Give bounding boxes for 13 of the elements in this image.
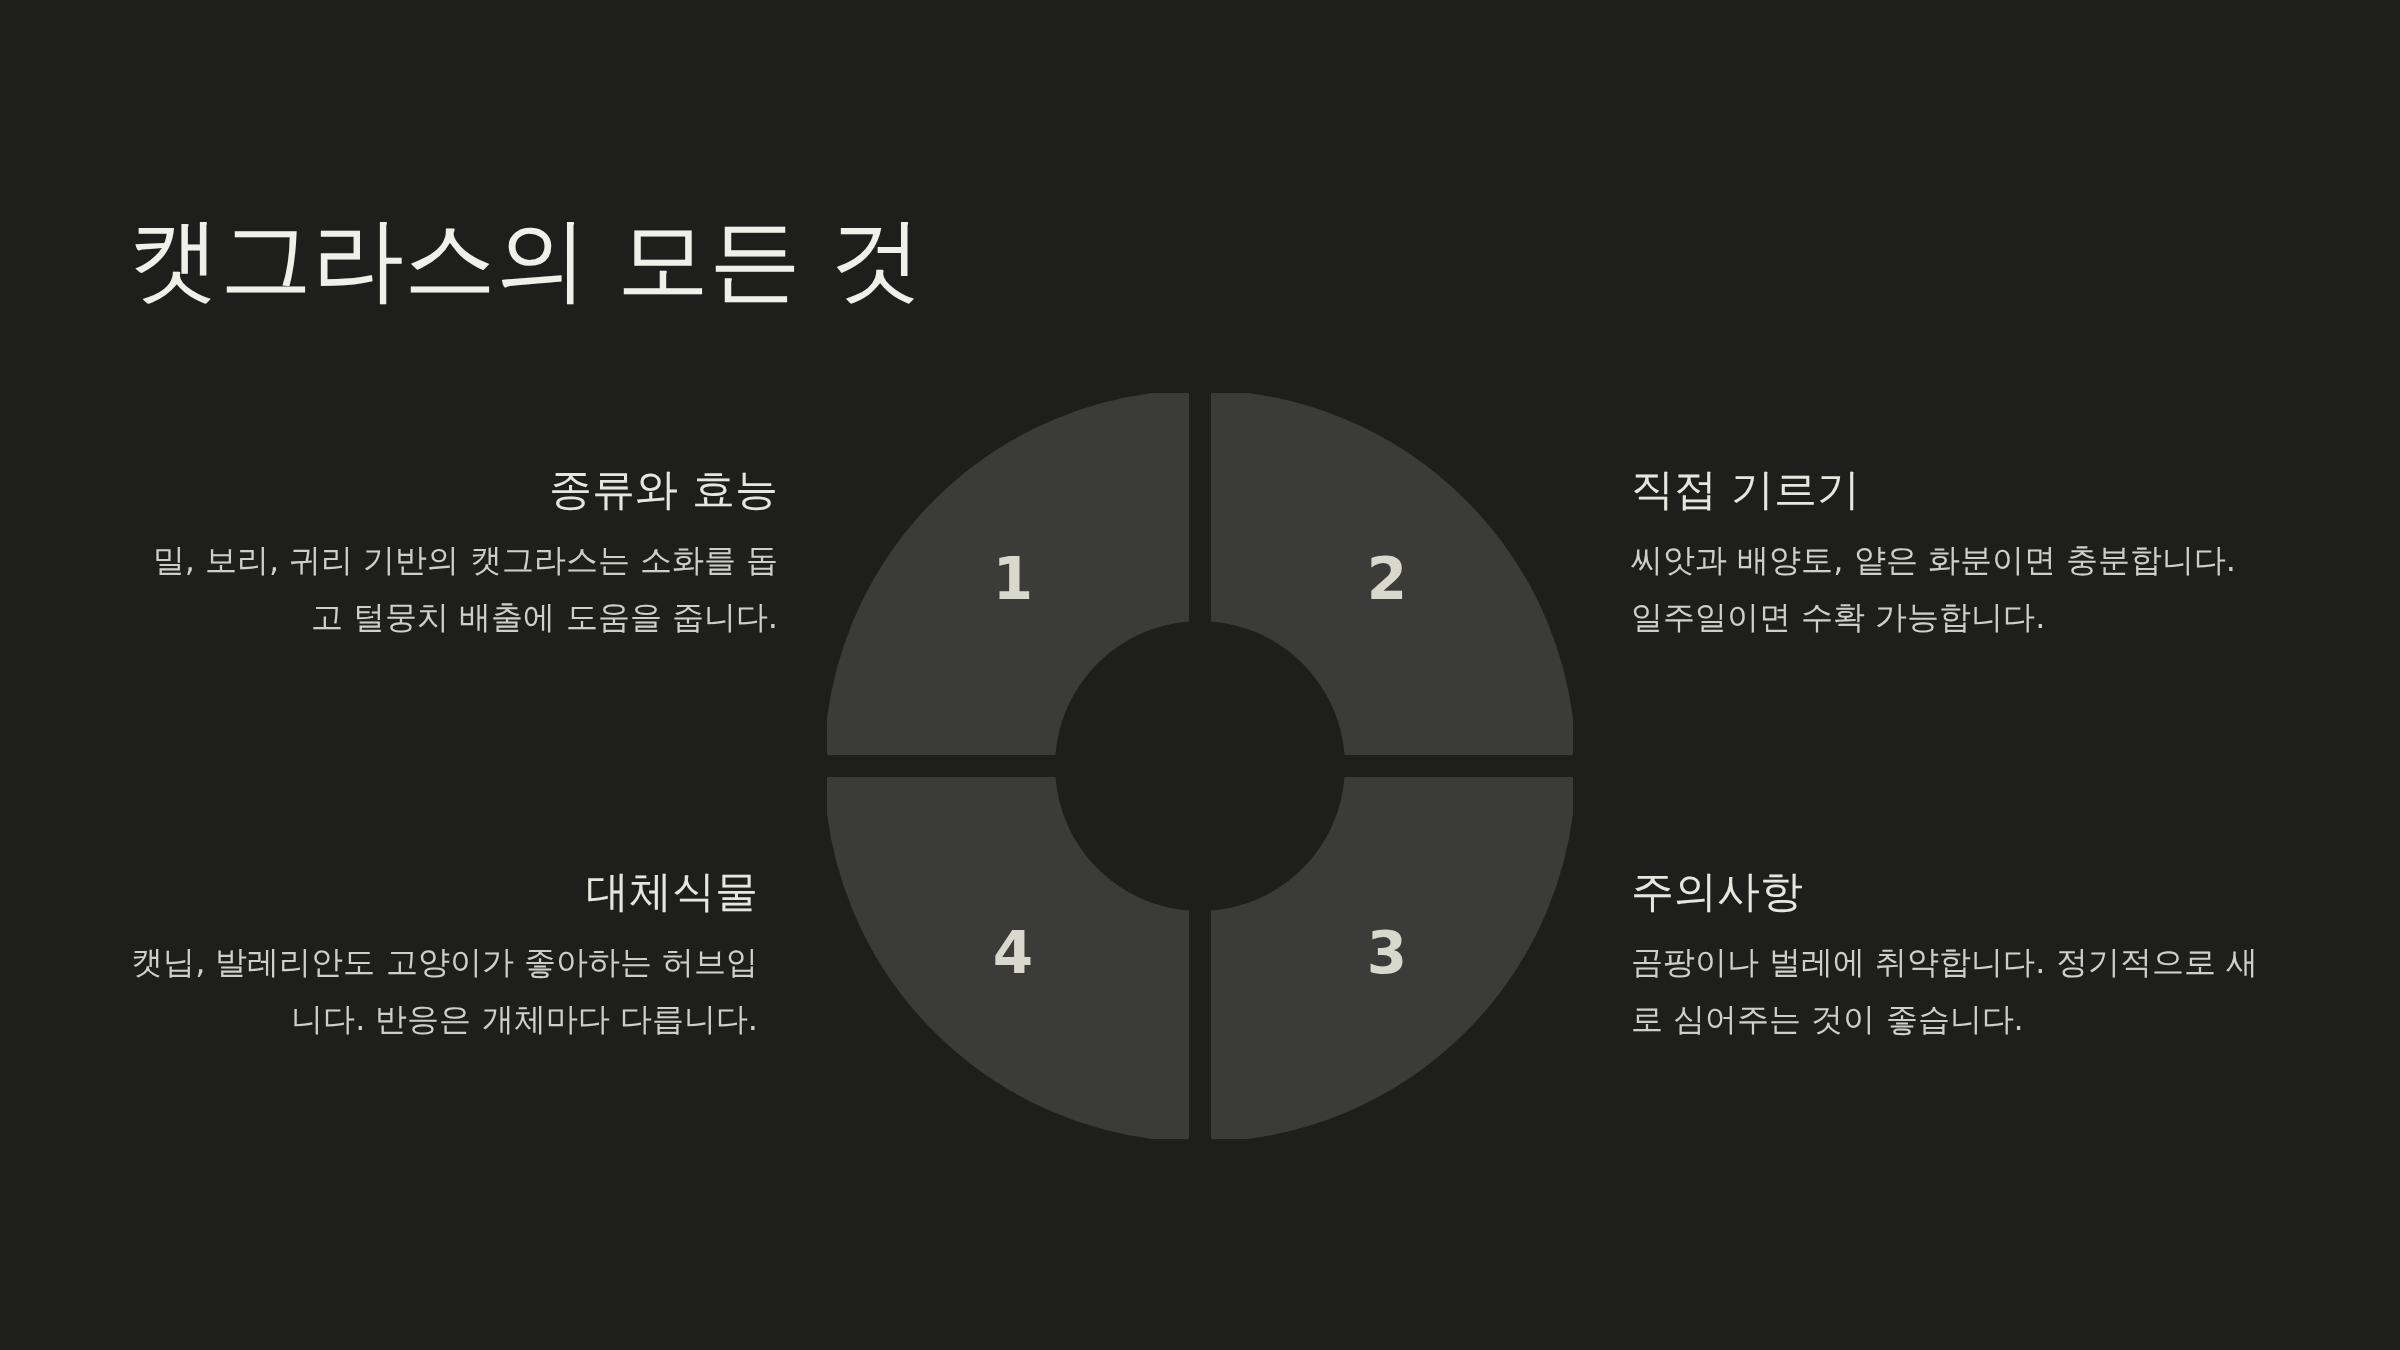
section-heading: 직접 기르기	[1631, 463, 1861, 516]
section-heading: 주의사항	[1631, 865, 1804, 918]
section-text: 캣닙, 발레리안도 고양이가 좋아하는 허브입니다. 반응은 개체마다 다릅니다.	[130, 941, 758, 1040]
section-heading: 대체식물	[585, 865, 758, 918]
section-text: 곰팡이나 벌레에 취약합니다. 정기적으로 새로 심어주는 것이 좋습니다.	[1631, 941, 2259, 1040]
segment-number: 3	[1366, 924, 1408, 982]
section-text: 밀, 보리, 귀리 기반의 캣그라스는 소화를 돕고 털뭉치 배출에 도움을 줍니다.	[151, 539, 778, 638]
segment-number: 4	[992, 924, 1034, 982]
section-text: 씨앗과 배양토, 얕은 화분이면 충분합니다. 일주일이면 수확 가능합니다.	[1631, 539, 2238, 638]
slide-title: 캣그라스의 모든 것	[128, 205, 923, 315]
segment-number: 1	[992, 550, 1034, 608]
section-heading: 종류와 효능	[548, 463, 778, 516]
segment-number: 2	[1366, 550, 1408, 608]
